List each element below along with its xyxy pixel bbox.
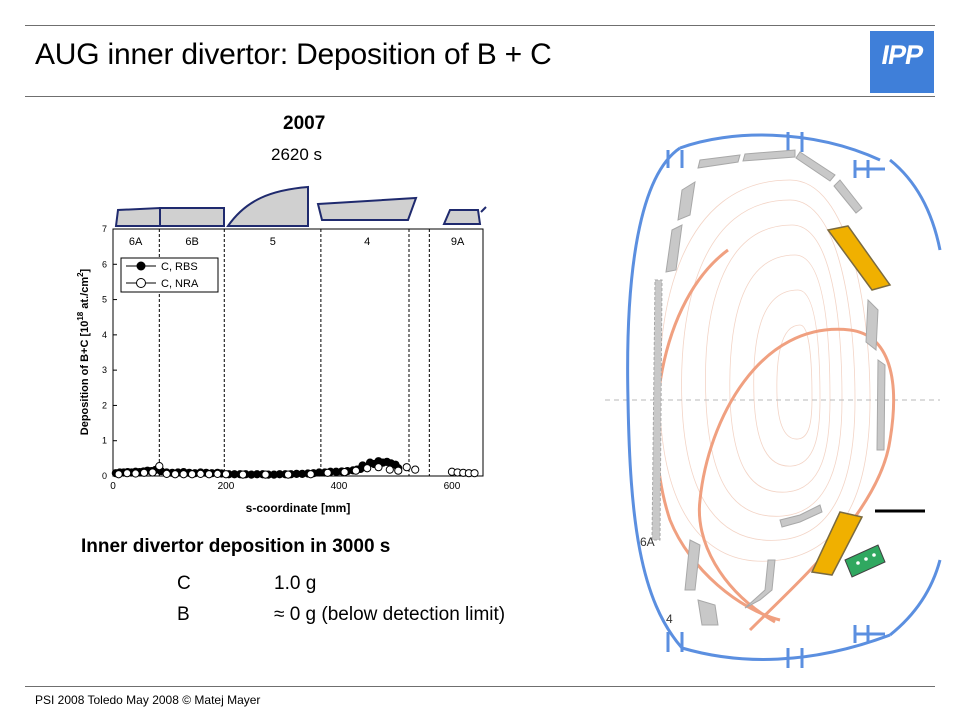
tile-9a-edge-shape [480,206,487,213]
nra-point [394,466,403,475]
region-label: 6B [185,236,198,248]
y-axis-ticks: 0 1 2 3 4 5 6 7 [102,224,117,481]
nra-point [139,468,149,477]
vessel-bottom [681,633,891,661]
nra-point [171,470,180,479]
chart-legend: C, RBS C, NRA [120,257,219,293]
summary-heading: Inner divertor deposition in 3000 s [81,536,391,557]
nra-point [155,462,164,471]
legend-filled-marker [136,261,146,271]
x-tick-label: 0 [110,481,116,492]
footer-text: PSI 2008 Toledo May 2008 © Matej Mayer [35,693,261,707]
nra-point [402,463,411,472]
y-tick-label: 7 [102,224,107,234]
nra-point [363,464,372,473]
tile-5-shape [226,185,309,227]
nra-point [187,470,197,479]
tile-6a-shape [114,206,161,227]
region-label: 4 [364,236,370,248]
nra-point [213,469,222,478]
nra-point [162,469,171,478]
nra-point [261,470,270,479]
nra-point [196,469,205,478]
y-axis-label: Deposition of B+C [1018 at./cm2] [76,268,91,435]
vessel-top [679,133,881,162]
legend-open-marker [136,278,146,288]
summary-value-c: 1.0 g [274,573,317,594]
nra-point [374,463,383,472]
series-nra [114,462,479,479]
x-tick-label: 400 [331,481,348,492]
port-flanges [666,132,885,668]
y-tick-label: 5 [102,295,107,305]
region-labels: 6A 6B 5 4 9A [129,236,465,248]
nra-point [284,470,293,479]
x-axis-label: s-coordinate [mm] [246,501,351,515]
y-axis-label-unit: at./cm [79,277,91,312]
campaign-duration: 2620 s [271,145,323,164]
y-tick-label: 0 [102,471,107,481]
footer-rule [25,686,935,687]
nra-point [123,469,132,478]
region-label: 5 [270,236,276,248]
campaign-year: 2007 [283,113,326,134]
y-axis-label-exponent: 18 [76,311,85,320]
lower-sample-tile [810,511,864,576]
probe-module [844,544,886,578]
y-axis-label-unit-sup: 2 [76,272,85,277]
deposition-chart: 6A 6B 5 4 9A 0 1 2 3 4 5 6 7 0 200 400 600 C, RBS C, N… [76,185,487,515]
summary-value-b: ≈ 0 g (below detection limit) [274,604,506,625]
slide-title: AUG inner divertor: Deposition of B + C [35,38,552,71]
vessel-outer-lower [889,559,942,637]
region-label: 6A [129,236,143,248]
nra-point [204,470,214,479]
vessel-outer-upper [889,158,942,251]
nra-point [238,470,248,479]
summary-element-b: B [177,604,190,625]
y-tick-label: 6 [102,259,107,269]
nra-point [148,468,157,477]
nra-point [221,470,231,479]
cross-section-label-6a: 6A [640,535,655,549]
legend-filled-label: C, RBS [161,261,198,273]
divertor-tile-profile [114,185,487,227]
region-label: 9A [451,236,465,248]
y-axis-label-close: ] [79,268,91,272]
x-tick-label: 600 [444,481,461,492]
upper-sample-tile [826,225,892,291]
y-tick-label: 4 [102,330,107,340]
title-rule [25,96,935,97]
y-tick-label: 3 [102,365,107,375]
nra-point [411,465,420,474]
nra-point [340,468,349,477]
nra-point [323,468,332,477]
nra-point [114,470,123,479]
ipp-logo: IPP [870,31,934,93]
cross-section-label-4: 4 [666,612,673,626]
x-tick-label: 200 [218,481,235,492]
y-tick-label: 1 [102,436,107,446]
nra-point [470,469,479,478]
nra-point [306,470,315,479]
divertor-cross-section: 6A 4 [605,132,942,668]
tile-9a-shape [442,209,482,225]
nra-point [179,470,188,479]
ipp-logo-text: IPP [879,40,925,70]
y-tick-label: 2 [102,400,107,410]
vessel-wall [626,146,684,649]
nra-point [385,465,394,474]
y-axis-label-main: Deposition of B+C [10 [79,321,91,436]
summary-element-c: C [177,573,191,594]
top-rule [25,25,935,26]
first-wall-tiles [651,149,886,626]
nra-point [131,469,140,478]
tile-4-shape [316,196,418,221]
legend-open-label: C, NRA [161,278,199,290]
tile-6b-shape [159,207,225,227]
nra-point [351,466,361,475]
